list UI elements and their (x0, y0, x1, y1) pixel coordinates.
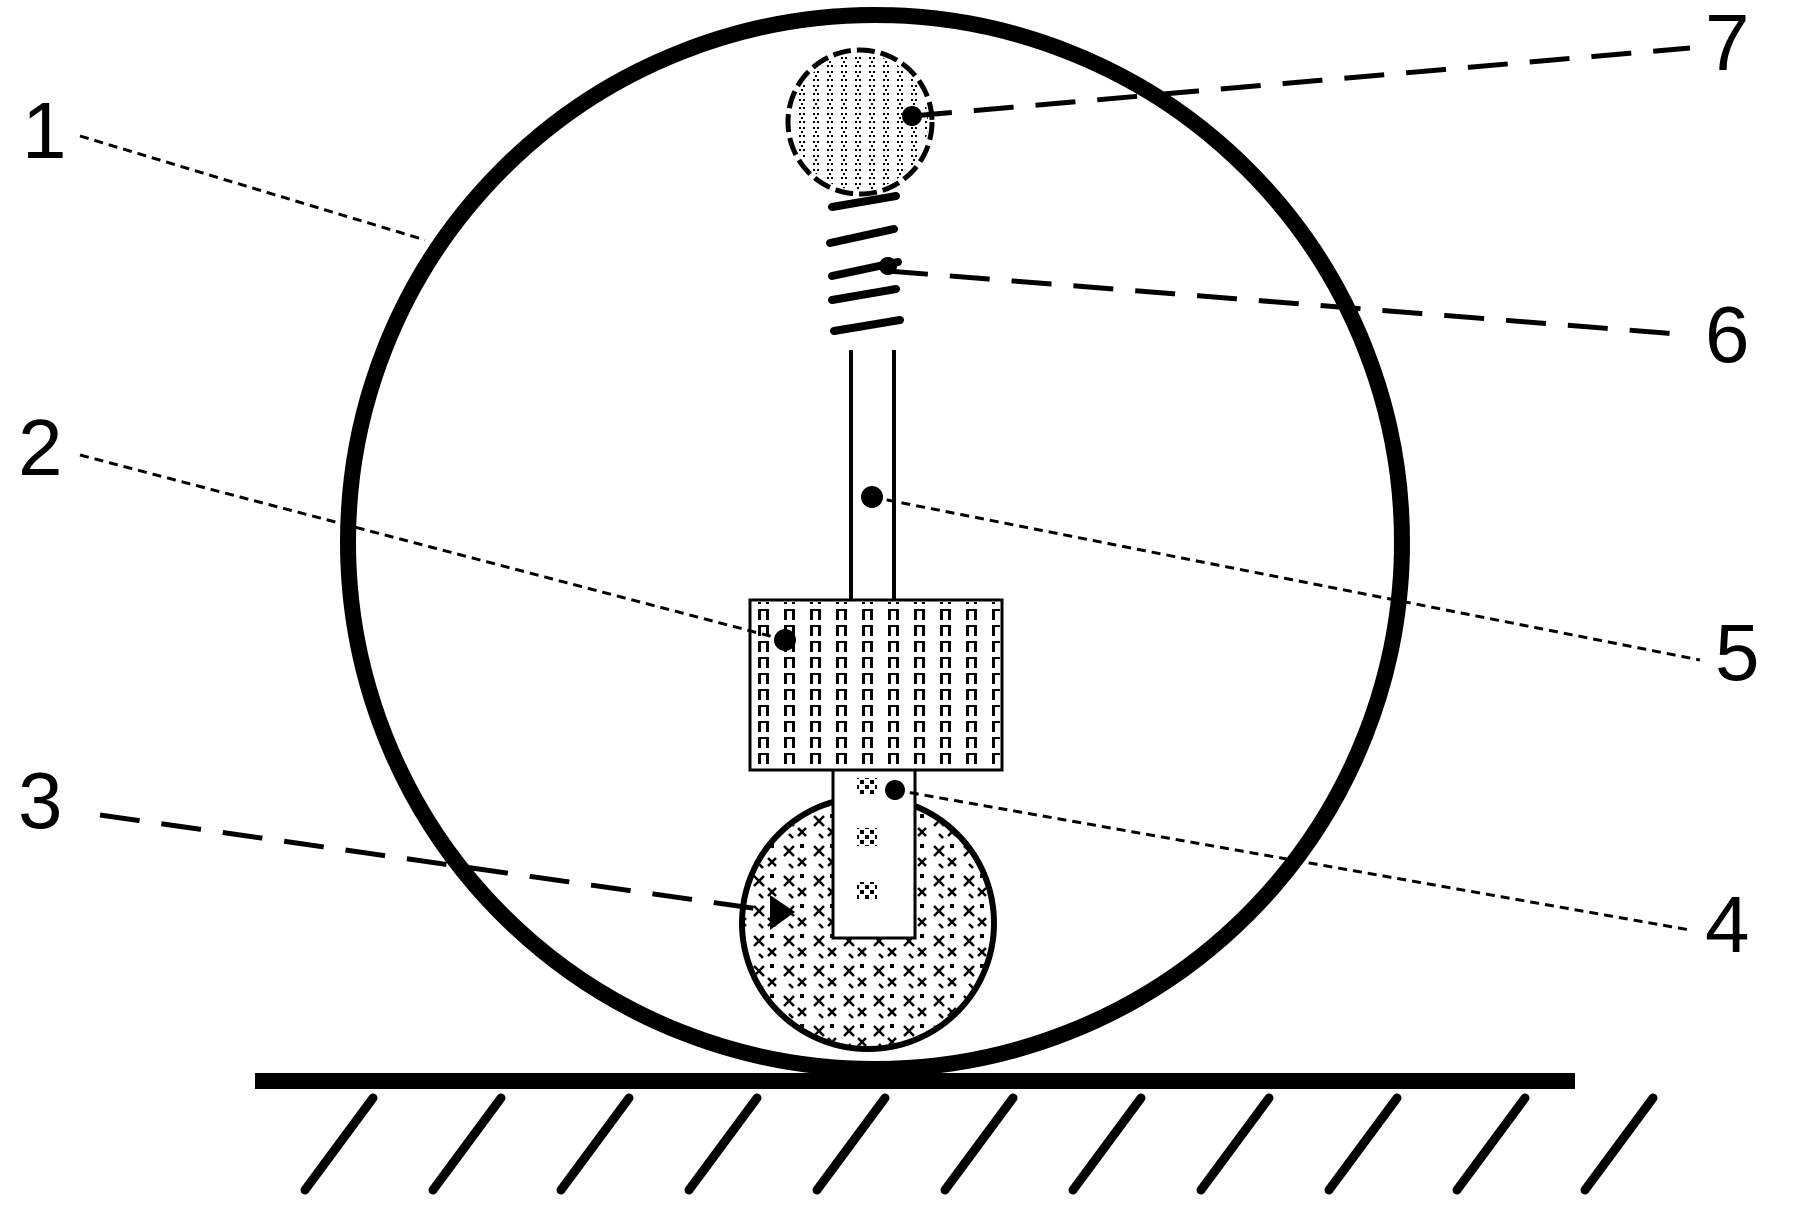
callout-label-7: 7 (1705, 0, 1750, 87)
marker-4 (885, 780, 905, 800)
leader-6 (887, 268, 1691, 338)
hatch-mark (1580, 1093, 1658, 1195)
marker-5 (861, 486, 883, 508)
hatch-mark (684, 1093, 762, 1195)
outer-wheel (340, 7, 1410, 1077)
leader-lines (79, 45, 1701, 932)
callout-label-5: 5 (1715, 608, 1760, 697)
slider-dot-1 (857, 778, 877, 794)
hatch-mark (556, 1093, 634, 1195)
hatch-mark (1452, 1093, 1530, 1195)
marker-6 (879, 257, 897, 275)
callout-label-2: 2 (18, 403, 63, 492)
leader-7 (911, 45, 1691, 119)
leader-5 (871, 495, 1701, 662)
slider-dot-2 (857, 828, 877, 846)
carriage-texture (752, 602, 1000, 768)
rod (849, 350, 896, 600)
callout-labels: 1 2 3 4 5 6 7 (18, 0, 1760, 969)
hatch-mark (940, 1093, 1018, 1195)
leader-1 (79, 134, 426, 242)
hatch-mark (1196, 1093, 1274, 1195)
hatch-mark (812, 1093, 890, 1195)
marker-7 (902, 106, 922, 126)
callout-label-6: 6 (1705, 290, 1750, 379)
leader-2 (79, 453, 786, 642)
top-mass-texture (792, 54, 928, 190)
callout-label-1: 1 (22, 86, 67, 175)
marker-2 (774, 629, 796, 651)
slider-dot-3 (857, 882, 877, 900)
leader-3 (99, 812, 781, 915)
hatch-mark (1324, 1093, 1402, 1195)
callout-label-3: 3 (18, 756, 63, 845)
callout-label-4: 4 (1705, 880, 1750, 969)
hatch-mark (300, 1093, 378, 1195)
pointer-markers (770, 106, 922, 930)
ground (255, 1073, 1658, 1195)
slider-block (831, 768, 917, 940)
hatch-mark (1068, 1093, 1146, 1195)
hatch-mark (428, 1093, 506, 1195)
ground-hatching (300, 1093, 1658, 1195)
marker-3 (770, 895, 795, 930)
